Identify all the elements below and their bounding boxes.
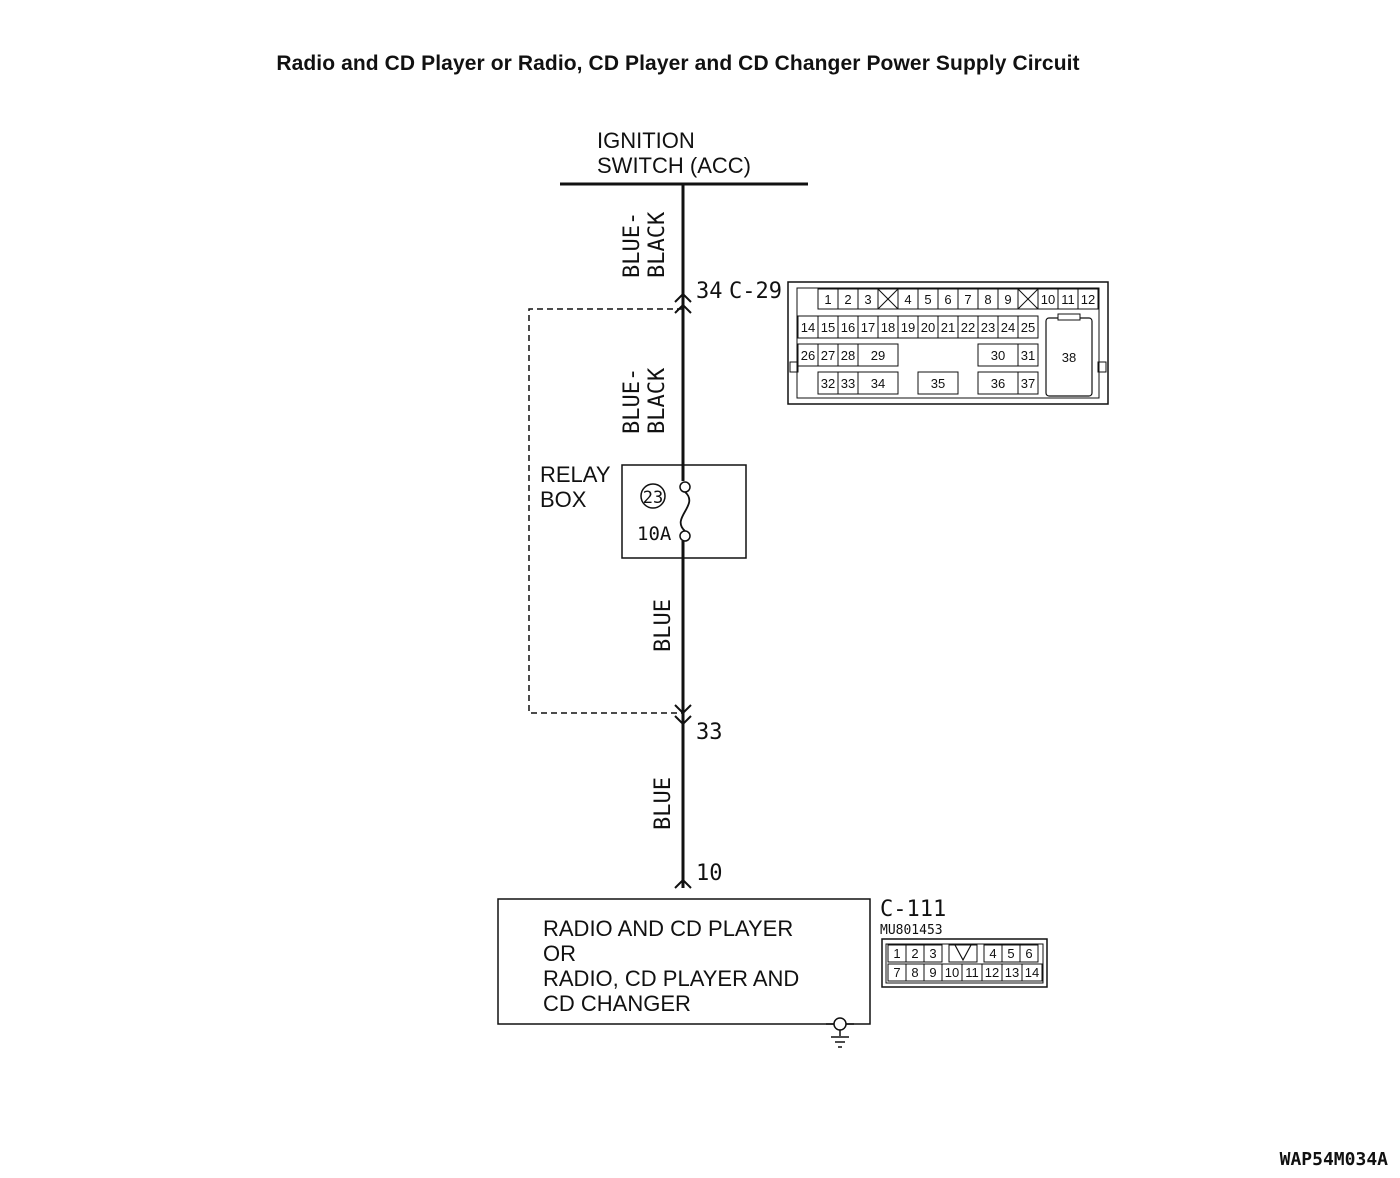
connector-c29-face: 1 2 3 4 5 6 7 8 9 10 11 12 14 15 16 17 1… <box>787 281 1109 405</box>
svg-text:7: 7 <box>893 965 900 980</box>
relay-box-label-line1: RELAY <box>540 462 611 487</box>
svg-text:10: 10 <box>1041 292 1055 307</box>
connector-c111-name: C-111 <box>880 897 946 922</box>
svg-text:5: 5 <box>1007 946 1014 961</box>
svg-text:24: 24 <box>1001 320 1015 335</box>
svg-text:14: 14 <box>1025 965 1039 980</box>
c29-inner-frame <box>796 287 1100 399</box>
svg-text:29: 29 <box>871 348 885 363</box>
svg-text:32: 32 <box>821 376 835 391</box>
connector-chevron-33-lower <box>674 715 692 726</box>
svg-text:3: 3 <box>929 946 936 961</box>
svg-text:2: 2 <box>911 946 918 961</box>
fuse-icon <box>679 491 691 532</box>
svg-text:6: 6 <box>944 292 951 307</box>
unit-label-line1: RADIO AND CD PLAYER <box>543 916 793 941</box>
svg-text:34: 34 <box>871 376 885 391</box>
svg-text:BLUE-: BLUE- <box>620 212 645 278</box>
connector-chevron-34-upper <box>674 292 692 303</box>
svg-text:36: 36 <box>991 376 1005 391</box>
wire-label-3: BLUE <box>651 599 676 652</box>
wire-label-2: BLUE- BLACK <box>620 367 670 434</box>
svg-text:1: 1 <box>893 946 900 961</box>
fuse-number-circle <box>640 483 666 509</box>
c29-outer-frame <box>787 281 1109 405</box>
svg-text:BLUE-: BLUE- <box>620 368 645 434</box>
svg-text:16: 16 <box>841 320 855 335</box>
source-label-line2: SWITCH (ACC) <box>597 153 751 178</box>
svg-text:38: 38 <box>1062 350 1076 365</box>
svg-text:28: 28 <box>841 348 855 363</box>
svg-text:14: 14 <box>801 320 815 335</box>
fuse-rating: 10A <box>637 523 672 545</box>
svg-text:4: 4 <box>904 292 911 307</box>
pin-label-10: 10 <box>696 861 723 886</box>
svg-text:8: 8 <box>911 965 918 980</box>
fuse-terminal-bottom <box>679 530 691 542</box>
svg-text:22: 22 <box>961 320 975 335</box>
unit-label-line3: RADIO, CD PLAYER AND <box>543 966 799 991</box>
svg-text:9: 9 <box>929 965 936 980</box>
svg-text:17: 17 <box>861 320 875 335</box>
svg-text:6: 6 <box>1025 946 1032 961</box>
connector-c29-name: C-29 <box>729 279 782 304</box>
svg-text:21: 21 <box>941 320 955 335</box>
svg-text:25: 25 <box>1021 320 1035 335</box>
svg-text:31: 31 <box>1021 348 1035 363</box>
svg-text:2: 2 <box>844 292 851 307</box>
svg-text:37: 37 <box>1021 376 1035 391</box>
svg-text:13: 13 <box>1005 965 1019 980</box>
wire-label-1: BLUE- BLACK <box>620 211 670 278</box>
svg-text:1: 1 <box>824 292 831 307</box>
svg-text:30: 30 <box>991 348 1005 363</box>
connector-chevron-34-lower <box>674 303 692 314</box>
svg-text:27: 27 <box>821 348 835 363</box>
svg-text:23: 23 <box>981 320 995 335</box>
radio-unit-box <box>497 898 871 1025</box>
svg-text:3: 3 <box>864 292 871 307</box>
svg-text:BLACK: BLACK <box>645 367 670 434</box>
svg-text:35: 35 <box>931 376 945 391</box>
c111-key-icon <box>954 944 972 962</box>
connector-c111-part-number: MU801453 <box>880 923 943 938</box>
unit-label-line2: OR <box>543 941 576 966</box>
svg-text:33: 33 <box>841 376 855 391</box>
svg-text:26: 26 <box>801 348 815 363</box>
fuse-terminal-top <box>679 481 691 493</box>
connector-c111-face: 1 2 3 4 5 6 7 8 9 10 11 12 13 14 <box>881 938 1048 988</box>
connector-chevron-10 <box>674 878 692 889</box>
svg-text:11: 11 <box>1061 292 1075 307</box>
fuse-number: 23 <box>643 488 663 508</box>
svg-text:9: 9 <box>1004 292 1011 307</box>
svg-text:20: 20 <box>921 320 935 335</box>
svg-text:18: 18 <box>881 320 895 335</box>
svg-text:11: 11 <box>965 965 979 980</box>
unit-label-line4: CD CHANGER <box>543 991 691 1016</box>
svg-text:19: 19 <box>901 320 915 335</box>
svg-text:8: 8 <box>984 292 991 307</box>
pin-label-33: 33 <box>696 720 723 745</box>
c29-latch-left <box>789 361 799 373</box>
ground-icon <box>826 1017 854 1048</box>
svg-text:12: 12 <box>1081 292 1095 307</box>
source-label-line1: IGNITION <box>597 128 695 153</box>
svg-text:BLUE: BLUE <box>651 777 676 830</box>
svg-text:5: 5 <box>924 292 931 307</box>
svg-text:4: 4 <box>989 946 996 961</box>
relay-box-label-line2: BOX <box>540 487 587 512</box>
c29-latch-right <box>1097 361 1107 373</box>
svg-text:10: 10 <box>945 965 959 980</box>
wire-label-4: BLUE <box>651 777 676 830</box>
page-title: Radio and CD Player or Radio, CD Player … <box>276 52 1080 75</box>
svg-text:BLACK: BLACK <box>645 211 670 278</box>
figure-code: WAP54M034A <box>1279 1149 1388 1170</box>
svg-text:12: 12 <box>985 965 999 980</box>
svg-text:7: 7 <box>964 292 971 307</box>
pin-label-34: 34 <box>696 279 723 304</box>
connector-boundary-dashed <box>528 308 683 714</box>
svg-text:15: 15 <box>821 320 835 335</box>
svg-text:BLUE: BLUE <box>651 599 676 652</box>
